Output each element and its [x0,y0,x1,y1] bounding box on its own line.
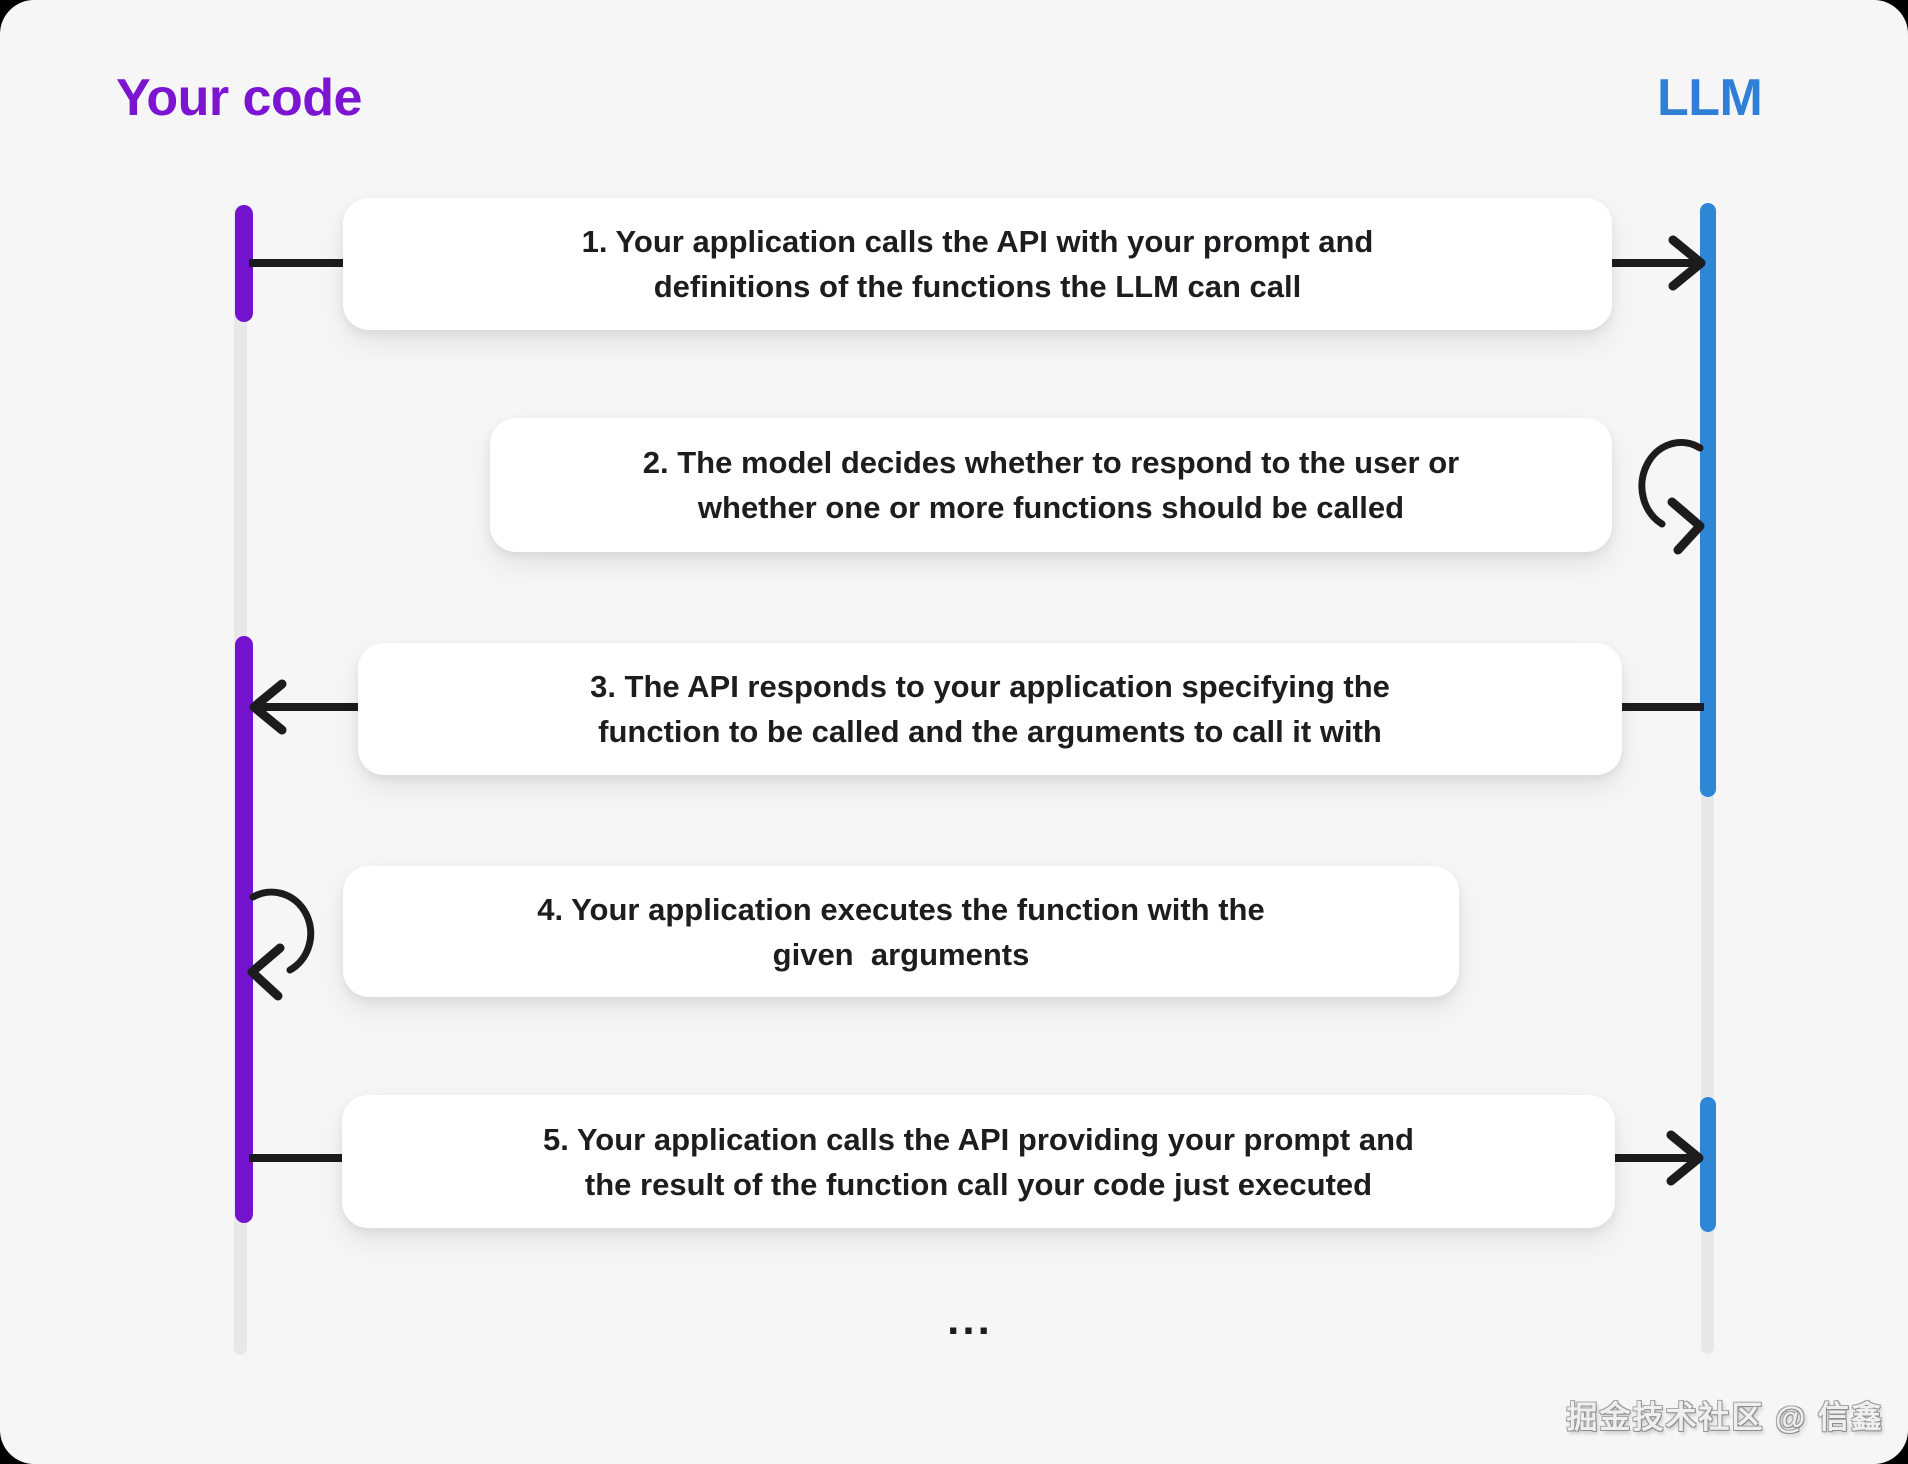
activation-your-code-1 [235,205,253,322]
step5-line2: the result of the function call your cod… [584,1166,1373,1202]
watermark-text: 掘金技术社区 @ 信鑫 [1566,1400,1884,1435]
activation-llm-1 [1700,203,1716,797]
actor-label-llm: LLM [1657,69,1763,127]
step1-line2: definitions of the functions the LLM can… [653,269,1302,304]
step4-line2: given arguments [772,936,1030,972]
step3-line1: 3. The API responds to your application … [590,669,1390,704]
message-box-step3: 3. The API responds to your application … [358,643,1622,775]
step2-line2: whether one or more functions should be … [697,490,1405,525]
step1-line1: 1. Your application calls the API with y… [581,224,1374,259]
step4-line1: 4. Your application executes the functio… [537,891,1265,927]
activation-llm-2 [1700,1097,1716,1232]
continuation-ellipsis: ... [947,1295,993,1344]
message-box-step1: 1. Your application calls the API with y… [343,198,1612,330]
actor-label-your-code: Your code [116,69,362,127]
message-box-step2: 2. The model decides whether to respond … [490,418,1612,552]
step3-line2: function to be called and the arguments … [598,714,1382,749]
step2-line1: 2. The model decides whether to respond … [642,445,1460,480]
message-box-step4: 4. Your application executes the functio… [343,866,1459,997]
step5-line1: 5. Your application calls the API provid… [543,1121,1414,1157]
message-box-step5: 5. Your application calls the API provid… [342,1095,1615,1228]
activation-your-code-2 [235,636,253,1223]
